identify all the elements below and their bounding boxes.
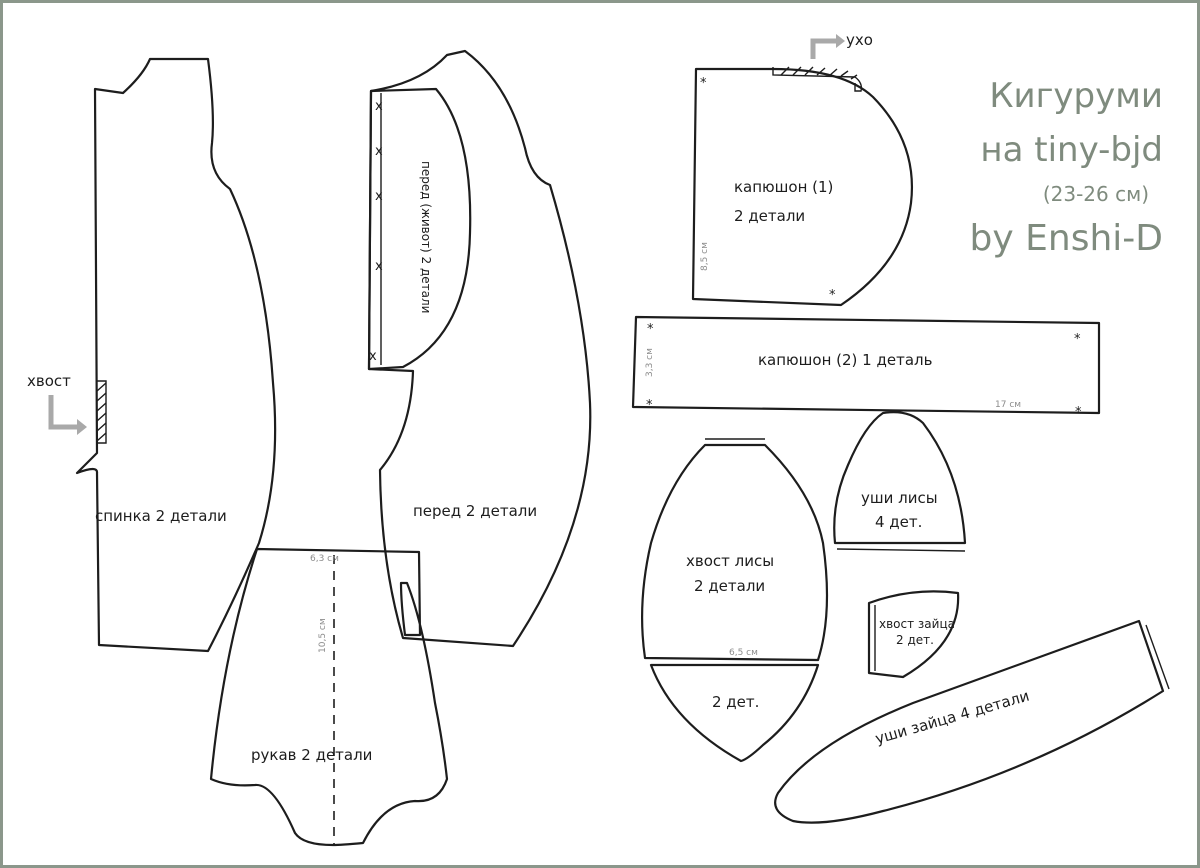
belly-mark-1: x bbox=[375, 99, 383, 114]
ear-marker-label: ухо bbox=[846, 31, 873, 49]
rabbit-tail-label-b: 2 дет. bbox=[896, 633, 934, 647]
tail-arrow-icon bbox=[48, 395, 81, 430]
sleeve-label: рукав 2 детали bbox=[251, 746, 372, 764]
front-label: перед 2 детали bbox=[413, 502, 537, 520]
belly-mark-5: x bbox=[369, 349, 377, 364]
fox-tail-tip-label: 2 дет. bbox=[712, 693, 759, 711]
back-piece: хвост спинка 2 детали bbox=[27, 57, 277, 653]
rabbit-ears-outline bbox=[774, 619, 1165, 824]
ear-slot-hatch bbox=[780, 66, 858, 80]
sleeve-outline bbox=[209, 547, 449, 847]
rabbit-tail-piece: хвост зайца 2 дет. bbox=[867, 590, 960, 679]
fox-tail-label-b: 2 детали bbox=[694, 577, 765, 595]
rabbit-ears-piece: уши зайца 4 детали bbox=[774, 619, 1170, 824]
fox-ears-label-b: 4 дет. bbox=[875, 513, 922, 531]
hood2-star-1: * bbox=[647, 322, 654, 337]
pattern-sheet: хвост спинка 2 детали x x x x x перед (ж… bbox=[27, 31, 1170, 847]
hood2-star-4: * bbox=[1075, 405, 1082, 420]
back-label: спинка 2 детали bbox=[95, 507, 227, 525]
title-line-1: Кигуруми bbox=[989, 76, 1163, 116]
fox-tail-outline bbox=[640, 443, 829, 662]
rabbit-tail-outline bbox=[867, 590, 960, 679]
hood2-length-dim: 17 см bbox=[995, 400, 1021, 410]
ear-arrowhead-icon bbox=[836, 34, 845, 48]
tail-arrowhead-icon bbox=[77, 419, 87, 435]
title-line-4: by Enshi-D bbox=[970, 218, 1163, 259]
hood2-height-dim: 3,3 см bbox=[645, 348, 655, 377]
hood2-star-2: * bbox=[1074, 332, 1081, 347]
fox-tail-width-dim: 6,5 см bbox=[729, 648, 758, 658]
hood2-label: капюшон (2) 1 деталь bbox=[758, 351, 932, 369]
hood1-height-dim: 8,5 см bbox=[700, 242, 710, 271]
front-belly-label: перед (живот) 2 детали bbox=[419, 161, 433, 313]
title-line-3: (23-26 см) bbox=[1043, 182, 1149, 206]
hood2-piece: * * * * 3,3 см 17 см капюшон (2) 1 детал… bbox=[631, 315, 1101, 420]
sleeve-piece: 6,3 см 10,5 см рукав 2 детали bbox=[209, 547, 449, 847]
fox-tail-piece: 6,5 см хвост лисы 2 детали 2 дет. bbox=[640, 438, 829, 763]
back-outline bbox=[75, 57, 277, 653]
rabbit-ears-seam bbox=[1145, 624, 1170, 690]
tail-marker-label: хвост bbox=[27, 372, 71, 390]
rabbit-tail-label-a: хвост зайца bbox=[879, 617, 955, 631]
fox-ears-seam bbox=[836, 548, 966, 552]
title-block: Кигуруми на tiny-bjd (23-26 см) by Enshi… bbox=[970, 76, 1163, 259]
belly-mark-3: x bbox=[375, 189, 383, 204]
fox-ears-outline bbox=[833, 411, 967, 545]
front-piece: x x x x x перед (живот) 2 детали перед 2… bbox=[367, 49, 592, 648]
hood2-outline bbox=[631, 315, 1101, 415]
front-outline bbox=[367, 49, 592, 648]
belly-mark-4: x bbox=[375, 259, 383, 274]
hood1-label-a: капюшон (1) bbox=[734, 178, 833, 196]
hood1-star-2: * bbox=[829, 288, 836, 303]
hood1-piece: ухо * * 8,5 см капюшон (1) 2 детали bbox=[691, 31, 913, 307]
sleeve-length-dim: 10,5 см bbox=[318, 618, 328, 653]
fox-ears-piece: уши лисы 4 дет. bbox=[833, 411, 967, 552]
back-tail-slot bbox=[97, 380, 107, 444]
fox-tail-tip-outline bbox=[649, 663, 820, 763]
back-tail-slot-hatch bbox=[96, 382, 107, 442]
fox-ears-label-a: уши лисы bbox=[861, 489, 938, 507]
sleeve-width-dim: 6,3 см bbox=[310, 554, 339, 564]
hood1-label-b: 2 детали bbox=[734, 207, 805, 225]
belly-outline bbox=[367, 87, 472, 371]
fox-tail-label-a: хвост лисы bbox=[686, 552, 774, 570]
ear-arrow-icon bbox=[810, 38, 839, 59]
rabbit-ears-label: уши зайца 4 детали bbox=[873, 687, 1031, 748]
belly-mark-2: x bbox=[375, 144, 383, 159]
hood2-star-3: * bbox=[646, 398, 653, 413]
title-line-2: на tiny-bjd bbox=[980, 130, 1163, 170]
hood1-star-1: * bbox=[700, 76, 707, 91]
